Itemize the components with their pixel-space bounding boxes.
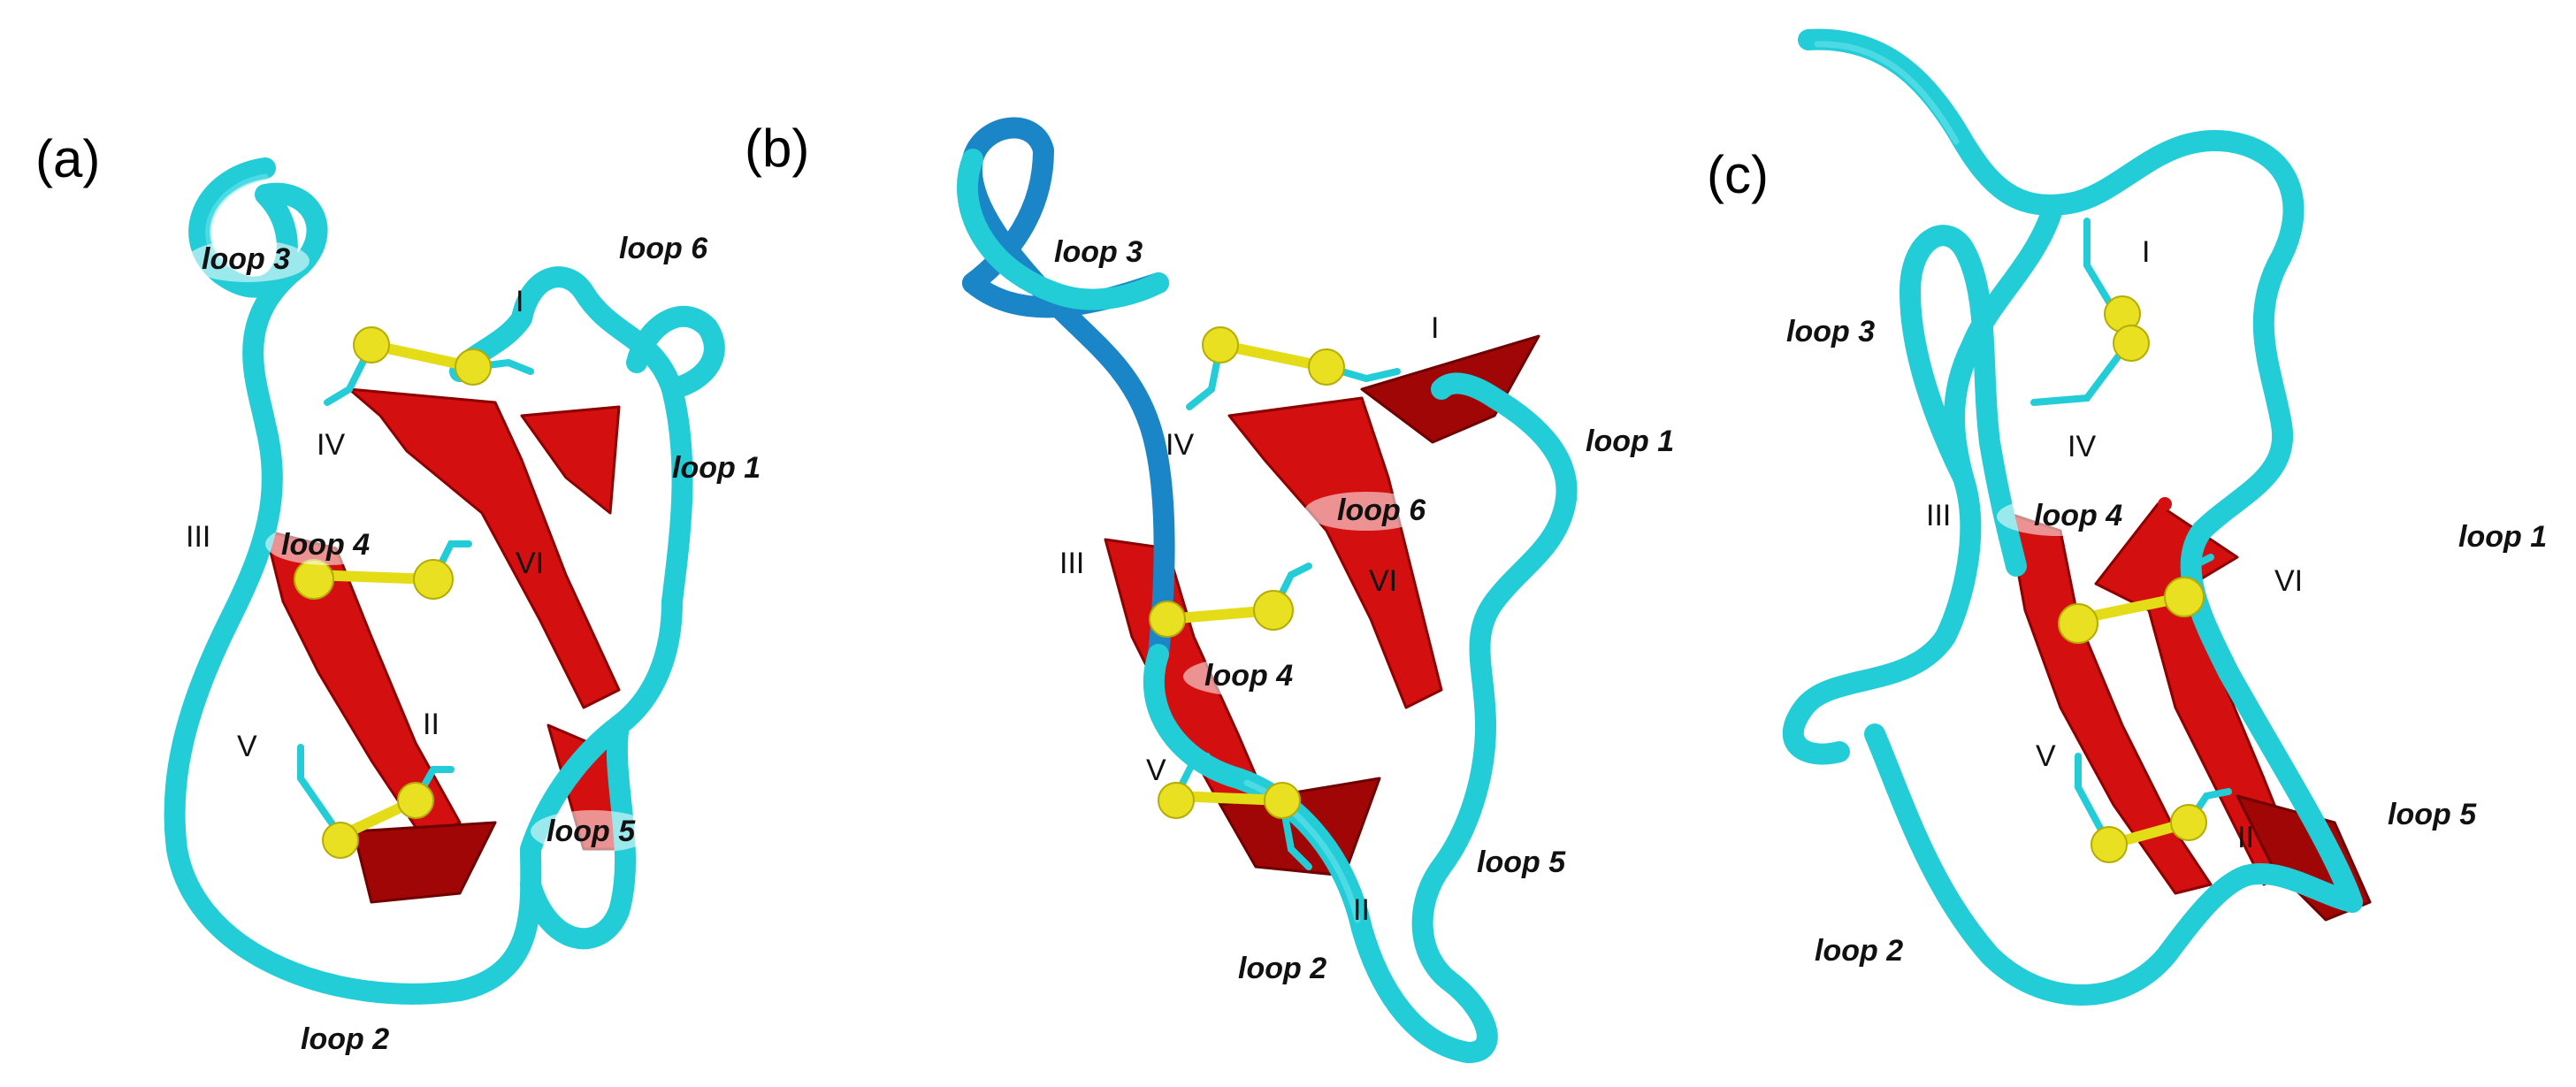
- panel-a-sulfur-atom: [322, 822, 359, 859]
- panel-c-loop-2-label: loop 2: [1815, 934, 1903, 968]
- panel-a-cys-vi-label: VI: [516, 547, 544, 580]
- panel-c-loop-4-label: loop 4: [2034, 499, 2122, 532]
- panel-b-cys-iii-label: III: [1059, 547, 1084, 580]
- panel-c: (c) loop 3 loop 1 loop 4 loop 5: [1707, 28, 2547, 1006]
- panel-a-loop-2-label: loop 2: [301, 1022, 389, 1056]
- panel-a-sulfur-atom: [353, 326, 390, 364]
- panel-c-backbone-tube: [1798, 28, 2363, 913]
- panel-c-sulfur-atom: [2170, 804, 2207, 841]
- panel-a-loop-4-label: loop 4: [281, 528, 370, 562]
- panel-c-sulfur-atom: [2058, 603, 2098, 644]
- panel-c-label-halo: [1997, 497, 2121, 536]
- panel-a-loop-6-label: loop 6: [619, 232, 708, 265]
- panel-a-sulfur-atom: [413, 559, 454, 600]
- panel-b-label-halo: [1304, 492, 1428, 531]
- panel-a-sulfur-atom: [397, 782, 434, 819]
- panel-a-cys-stick-v: [297, 744, 344, 839]
- panel-c-loop-5-label: loop 5: [2388, 798, 2477, 831]
- panel-c-strand-iii-v: [2006, 511, 2213, 895]
- panel-a-strand-arrow-right: [520, 405, 621, 515]
- panel-c-loop-3-label: loop 3: [1786, 315, 1875, 348]
- panel-b-cys-vi-label: VI: [1369, 564, 1397, 598]
- panel-c-sulfur-atom: [2113, 325, 2150, 362]
- panel-b-sulfur-atom: [1308, 348, 1345, 386]
- panel-a-cys-iii-label: III: [186, 520, 210, 554]
- panel-a-label-halo: [265, 523, 389, 565]
- panel-c-loop-1-label: loop 1: [2458, 520, 2547, 554]
- panel-c-cys-vi-label: VI: [2274, 564, 2303, 598]
- panel-c-cys-v-label: V: [2036, 739, 2056, 773]
- panel-a-loop-5-label: loop 5: [547, 815, 636, 848]
- panel-c-cys-stick-i: [2083, 218, 2117, 313]
- panel-b-sulfur-atom: [1158, 782, 1195, 819]
- panel-a-sulfur-atom: [294, 559, 334, 600]
- panel-a-backbone-tube-2: [520, 715, 637, 950]
- panel-a-label-halo: [531, 810, 654, 853]
- panel-b-sulfur-atom: [1202, 326, 1239, 364]
- panel-b-loop-4-label: loop 4: [1204, 659, 1293, 693]
- panel-b-loop-3-label: loop 3: [1054, 235, 1143, 269]
- panel-b-loop-6-label: loop 6: [1337, 494, 1426, 527]
- panel-c-sulfur-atom: [2164, 577, 2205, 617]
- panel-a-backbone-tube-3: [626, 305, 725, 400]
- panel-a-cys-v-label: V: [237, 730, 257, 763]
- panel-a-letter: (a): [35, 129, 100, 188]
- panel-c-tube-highlight: [1814, 41, 1960, 145]
- panel-b-letter: (b): [745, 119, 809, 178]
- panel-a-loop-3-label: loop 3: [202, 242, 290, 276]
- panel-c-loop-3-tube: [1900, 225, 2027, 577]
- panel-a-sulfur-atom: [455, 348, 492, 386]
- panel-a: (a) loop 3 loop 6 loop 1: [35, 129, 761, 1056]
- panel-c-cys-iii-label: III: [1926, 499, 1951, 532]
- panel-b-tube-highlight: [1243, 779, 1361, 923]
- panel-a-strand-arrow-bottom: [352, 821, 497, 904]
- panel-c-loop-2-tube: [1864, 723, 2363, 1006]
- panel-b-cys-v-label: V: [1146, 754, 1166, 787]
- panel-b: (b) loop 3 loop 1 loop 6 loo: [745, 117, 1674, 1063]
- panel-b-sulfur-atom: [1264, 782, 1301, 819]
- panel-a-cys-iv-label: IV: [317, 428, 345, 462]
- panel-c-cys-i-label: I: [2142, 235, 2150, 269]
- panel-b-strand-iv-vi: [1227, 396, 1443, 709]
- panel-c-cys-stick-v: [2075, 753, 2113, 848]
- panel-c-backbone-tube-2: [1782, 202, 2062, 765]
- panel-a-loop-1-label: loop 1: [672, 451, 761, 485]
- panel-c-letter: (c): [1707, 145, 1769, 204]
- panel-b-cys-iv-label: IV: [1166, 428, 1194, 462]
- panel-a-strand-iv-vi: [348, 387, 621, 709]
- panel-c-cys-iv-label: IV: [2068, 430, 2096, 463]
- panel-b-label-halo: [1183, 657, 1307, 696]
- panel-c-cys-ii-label: II: [2237, 821, 2254, 854]
- panel-b-loop-2-label: loop 2: [1238, 952, 1326, 985]
- panel-c-cys-stick-iv: [2030, 341, 2130, 406]
- panel-a-cys-ii-label: II: [423, 708, 440, 741]
- panel-c-strand-tip: [2158, 497, 2172, 511]
- panel-b-cys-ii-label: II: [1353, 893, 1370, 927]
- panel-b-loop-1-label: loop 1: [1586, 425, 1674, 458]
- panel-b-loop-5-label: loop 5: [1477, 846, 1566, 879]
- panel-c-sulfur-atom: [2091, 826, 2128, 863]
- panel-a-backbone-tube: [164, 157, 693, 1005]
- panel-a-label-halo: [186, 240, 310, 282]
- panel-b-sulfur-atom: [1149, 601, 1186, 638]
- panel-b-cys-i-label: I: [1431, 311, 1439, 345]
- panel-b-sulfur-atom: [1253, 590, 1294, 631]
- panel-a-cys-i-label: I: [516, 285, 524, 318]
